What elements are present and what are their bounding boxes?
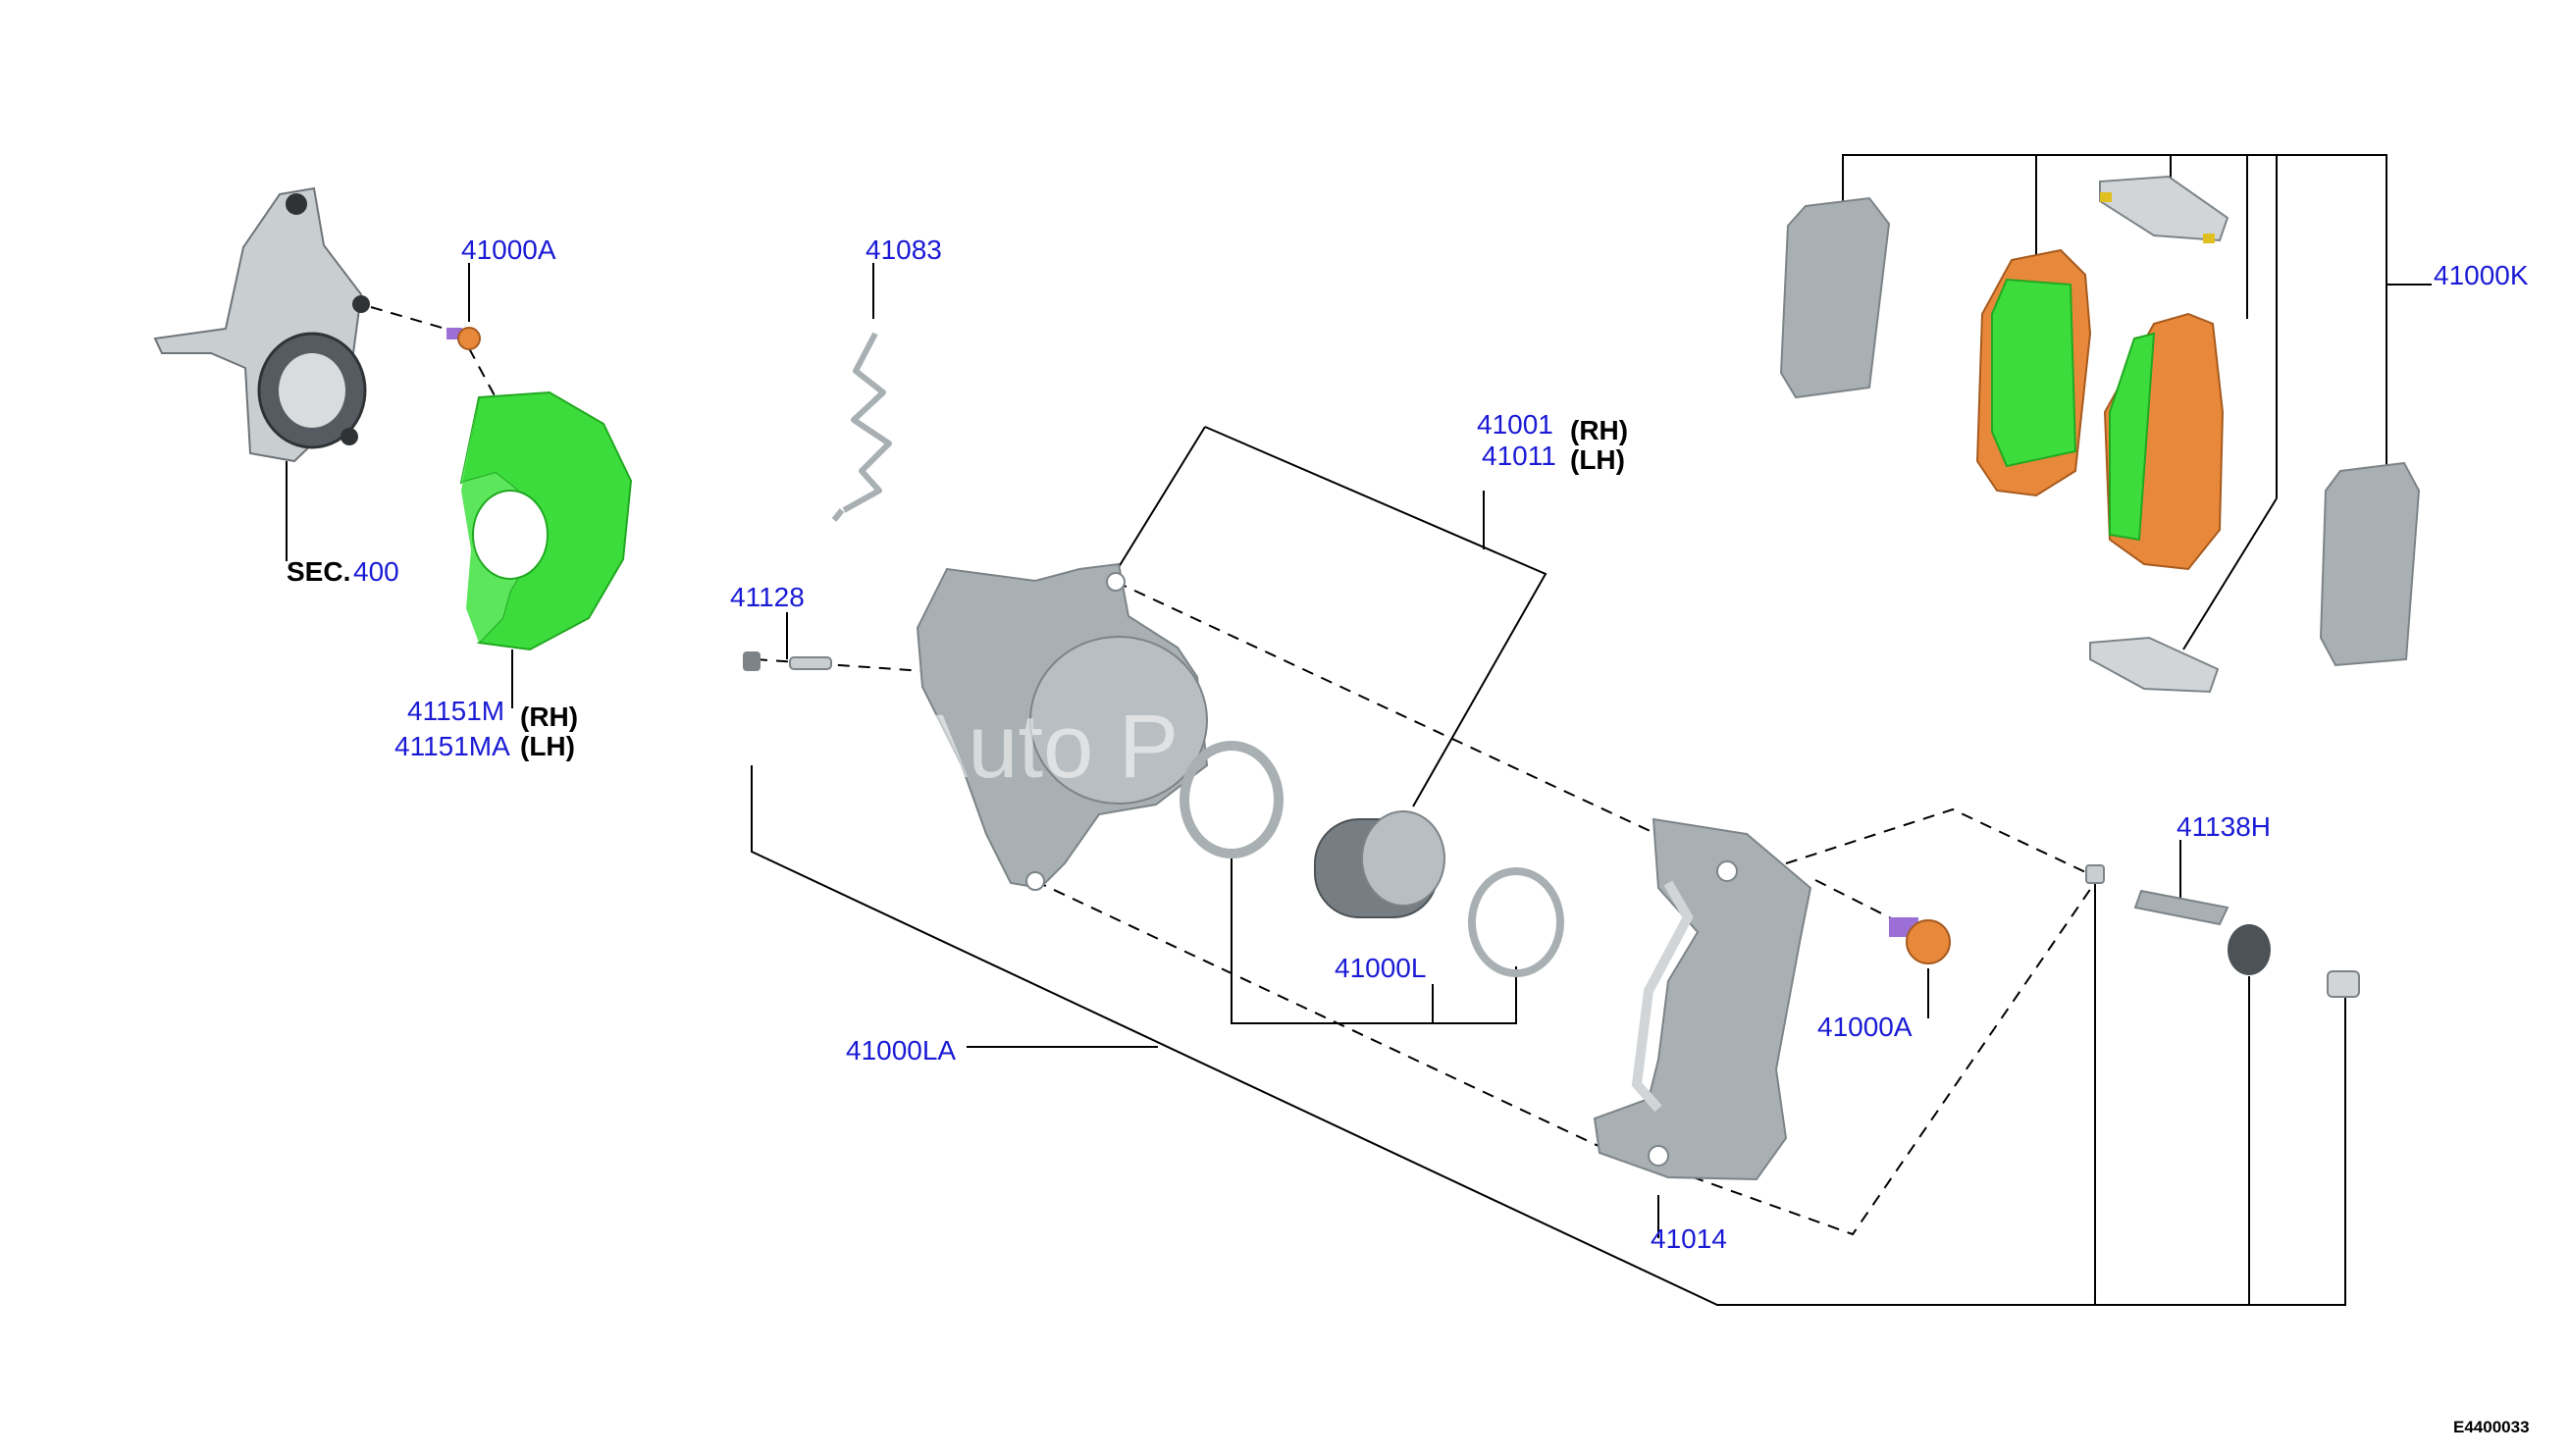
dust-shield xyxy=(459,390,633,651)
label-41000k[interactable]: 41000K xyxy=(2434,260,2529,290)
part-labels: 41000A 41083 41000K 41001 (RH) 41011 (LH… xyxy=(287,234,2530,1436)
label-41151ma[interactable]: 41151MA xyxy=(394,731,510,761)
alignment-dashes xyxy=(370,306,2100,1236)
label-41000a-bottom[interactable]: 41000A xyxy=(1817,1012,1913,1042)
pad-clip-bottom xyxy=(2089,636,2220,694)
bolt-41000a-top xyxy=(446,327,481,350)
label-41128[interactable]: 41128 xyxy=(730,582,805,612)
label-41138h[interactable]: 41138H xyxy=(2177,811,2271,842)
shim-outer-left xyxy=(1779,196,1891,399)
label-41001-side: (RH) xyxy=(1570,415,1628,445)
label-41011-side: (LH) xyxy=(1570,444,1625,475)
bolt-41000a-bottom xyxy=(1889,917,1951,964)
label-41011[interactable]: 41011 xyxy=(1482,441,1556,471)
label-41014[interactable]: 41014 xyxy=(1651,1223,1727,1254)
guide-pin-41128 xyxy=(743,651,832,671)
diagram-code: E4400033 xyxy=(2453,1418,2530,1436)
caliper-bracket xyxy=(1593,817,1812,1181)
label-41083[interactable]: 41083 xyxy=(865,234,942,265)
label-41151m[interactable]: 41151M xyxy=(407,696,504,726)
guide-pin-kit xyxy=(2085,864,2360,998)
piston-seal xyxy=(1468,867,1564,977)
label-41000l[interactable]: 41000L xyxy=(1335,953,1426,983)
caliper-housing xyxy=(916,562,1209,891)
steering-knuckle xyxy=(153,186,370,463)
label-41000la[interactable]: 41000LA xyxy=(846,1035,956,1066)
brake-pad-orange xyxy=(2103,312,2225,571)
brake-pad-green xyxy=(1975,248,2092,497)
watermark: Auto P xyxy=(908,697,1179,797)
leader-lines xyxy=(286,154,2432,1306)
dust-boot xyxy=(1180,741,1284,858)
label-41000a-top[interactable]: 41000A xyxy=(461,234,556,265)
label-41151m-side: (RH) xyxy=(520,702,578,732)
pad-clip-top xyxy=(2099,175,2229,243)
shim-outer-right xyxy=(2319,461,2421,667)
piston xyxy=(1314,810,1445,918)
label-sec-400[interactable]: 400 xyxy=(353,556,399,587)
label-41151ma-side: (LH) xyxy=(520,731,575,761)
label-41001[interactable]: 41001 xyxy=(1477,409,1553,440)
anti-rattle-clip xyxy=(831,332,892,522)
label-sec-prefix: SEC. xyxy=(287,556,350,587)
